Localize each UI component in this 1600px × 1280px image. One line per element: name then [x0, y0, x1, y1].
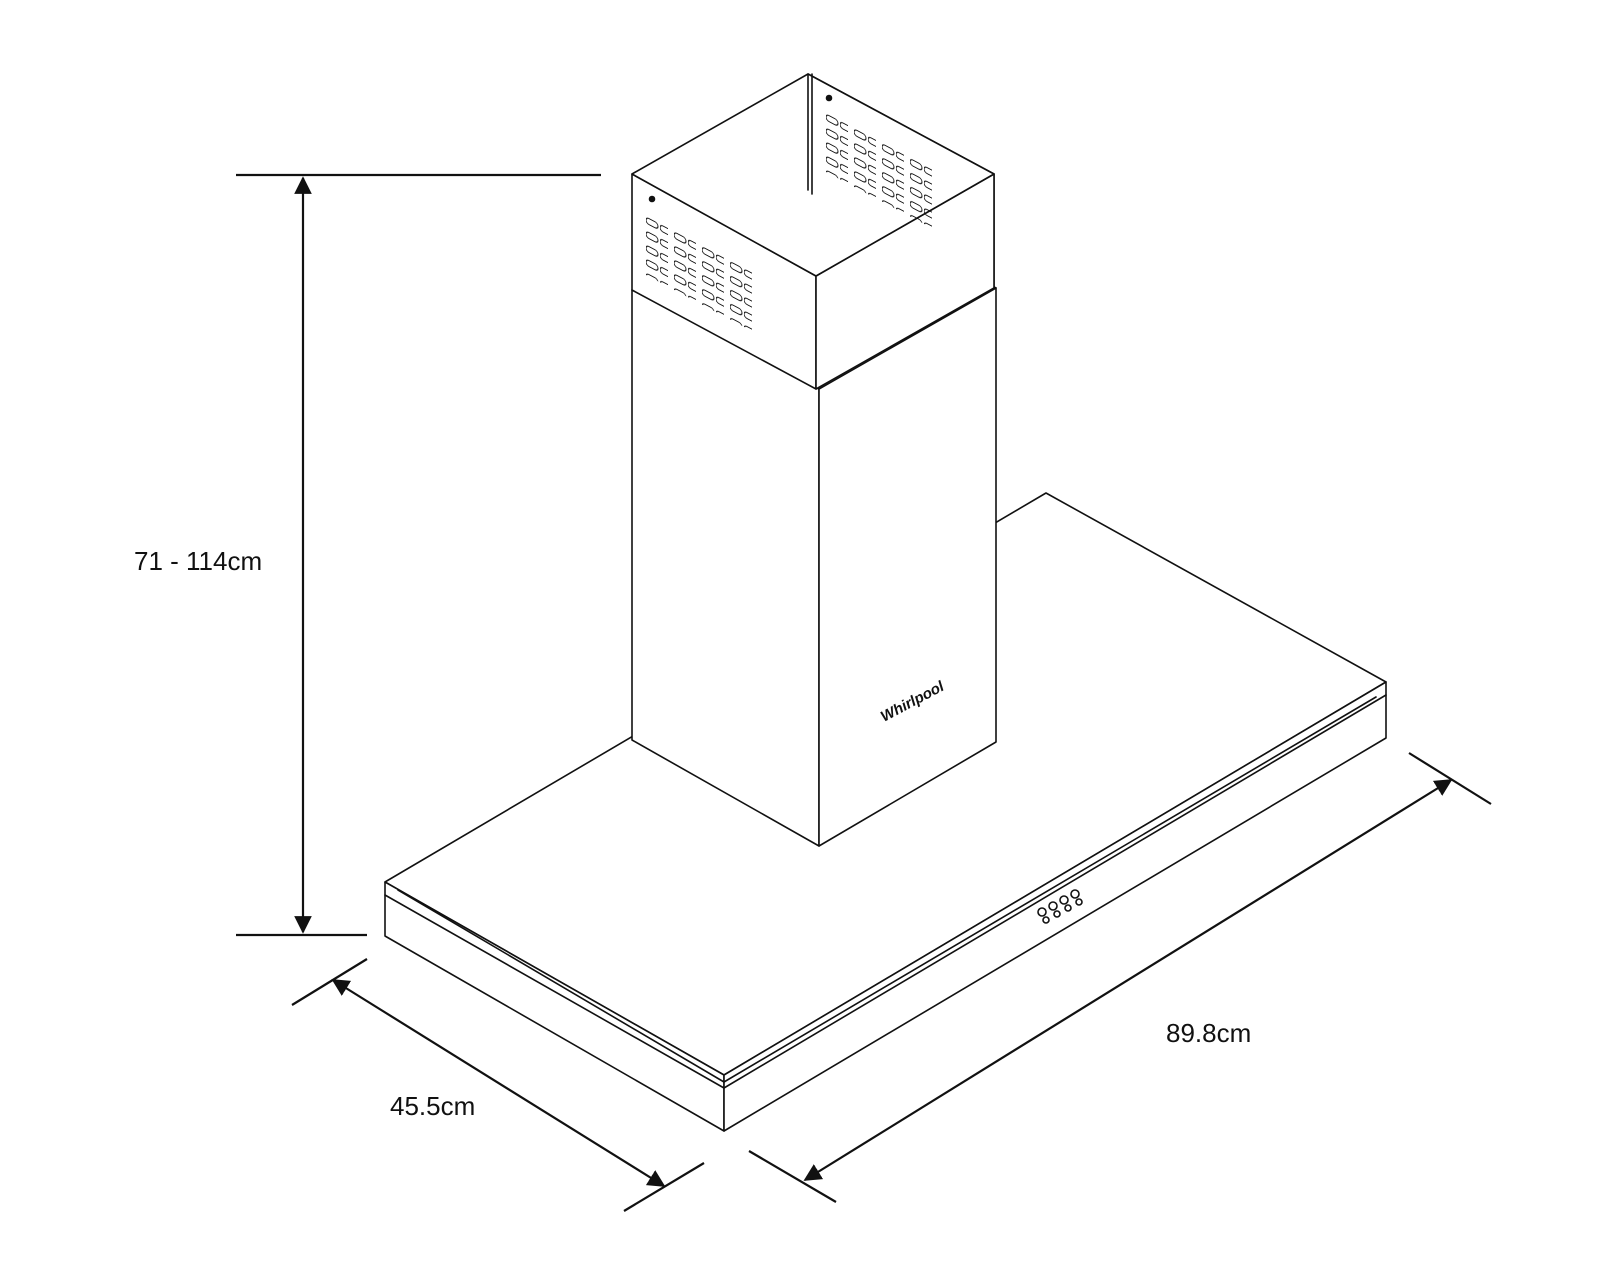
vent-slots-left	[646, 215, 752, 332]
width-label: 89.8cm	[1166, 1018, 1252, 1048]
depth-label: 45.5cm	[390, 1091, 476, 1121]
vent-slots-right	[826, 112, 932, 229]
depth-dimension	[291, 958, 705, 1212]
height-label: 71 - 114cm	[134, 546, 263, 576]
width-dimension	[748, 752, 1492, 1203]
height-dimension	[236, 173, 601, 937]
